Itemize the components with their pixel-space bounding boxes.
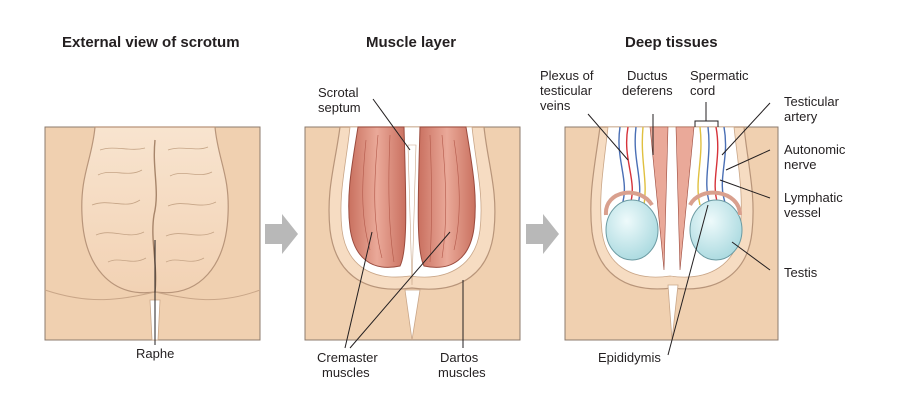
label-scrotal-septum-line2: septum (318, 100, 361, 115)
arrow-right-icon (526, 214, 559, 254)
label-testicular-artery-line2: artery (784, 109, 818, 124)
label-autonomic-line1: Autonomic (784, 142, 846, 157)
deep-tissues-panel (564, 102, 779, 356)
label-epididymis: Epididymis (598, 350, 661, 365)
external-view-panel (44, 126, 261, 345)
right-testis (689, 199, 743, 261)
label-testis: Testis (784, 265, 818, 280)
panel-title-muscle: Muscle layer (366, 34, 457, 51)
label-cremaster-line1: Cremaster (317, 350, 378, 365)
label-dartos-line2: muscles (438, 365, 486, 380)
label-lymphatic-line2: vessel (784, 205, 821, 220)
label-plexus-line1: Plexus of (540, 68, 594, 83)
label-ductus-line2: deferens (622, 83, 673, 98)
panel-title-deep: Deep tissues (625, 34, 718, 51)
left-testis (605, 199, 659, 261)
muscle-layer-panel (304, 98, 521, 349)
label-autonomic-line2: nerve (784, 157, 817, 172)
label-spermatic-line2: cord (690, 83, 716, 98)
arrow-right-icon (265, 214, 298, 254)
label-ductus-line1: Ductus (627, 68, 668, 83)
label-dartos-line1: Dartos (440, 350, 479, 365)
label-spermatic-line1: Spermatic (690, 68, 749, 83)
label-scrotal-septum-line1: Scrotal (318, 85, 359, 100)
label-raphe: Raphe (136, 346, 175, 361)
panel-title-external: External view of scrotum (62, 34, 240, 51)
label-cremaster-line2: muscles (322, 365, 370, 380)
label-testicular-artery-line1: Testicular (784, 94, 839, 109)
label-plexus-line3: veins (540, 98, 571, 113)
label-lymphatic-line1: Lymphatic (784, 190, 843, 205)
label-plexus-line2: testicular (540, 83, 593, 98)
